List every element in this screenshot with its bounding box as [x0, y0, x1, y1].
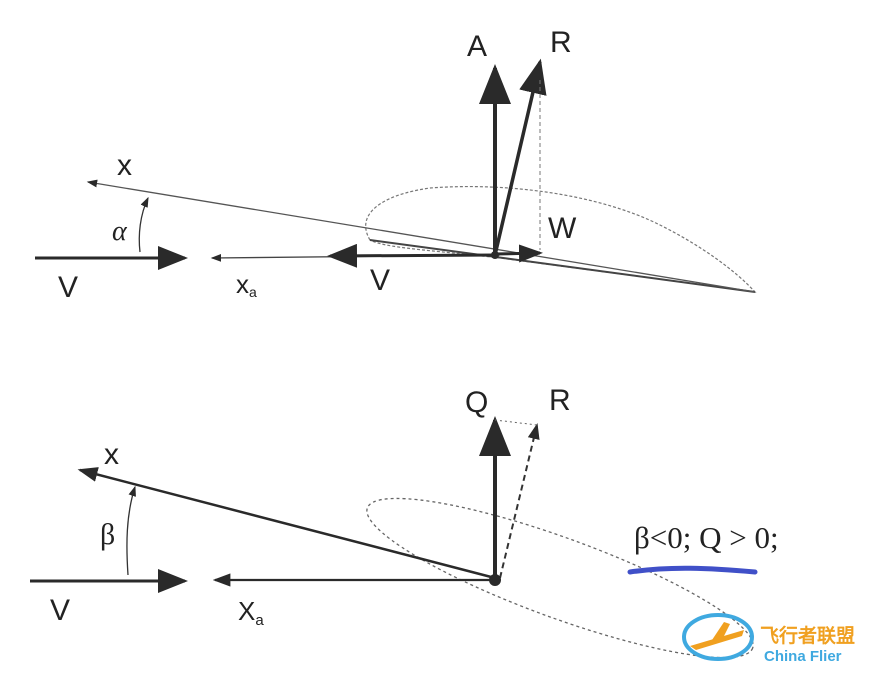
- velocity-center-label: V: [370, 264, 390, 297]
- wind-axis-label: xa: [236, 269, 257, 300]
- beta-arc: [126, 485, 136, 576]
- top-diagram: A R W x α V V xa: [35, 26, 757, 304]
- wing-ellipse: [366, 497, 754, 659]
- alpha-arc: [138, 196, 149, 253]
- velocity-left-label: V: [58, 271, 78, 304]
- body-axis-label: x: [117, 149, 132, 182]
- alpha-label: α: [112, 216, 128, 247]
- pivot-point: [491, 251, 499, 259]
- beta-label: β: [100, 518, 115, 551]
- watermark-en-text: China Flier: [764, 648, 842, 665]
- resultant-label-bottom: R: [549, 384, 571, 417]
- lift-label: A: [467, 30, 487, 63]
- drag-label: W: [548, 212, 577, 245]
- velocity-label-bottom: V: [50, 594, 70, 627]
- resultant-label: R: [550, 26, 572, 59]
- side-force-label: Q: [465, 386, 488, 419]
- drag-arrow: [494, 244, 543, 263]
- watermark-cn-text: 飞行者联盟: [760, 624, 855, 647]
- velocity-arrow-center: [327, 243, 496, 268]
- pivot-point-bottom: [489, 574, 501, 586]
- chord-line: [369, 239, 756, 293]
- watermark: 飞行者联盟 China Flier: [682, 613, 855, 665]
- projection-line-bottom: [494, 419, 538, 426]
- plane-logo-icon: [682, 613, 754, 661]
- body-axis-x-bottom: [77, 467, 496, 580]
- sign-annotation: β<0; Q > 0;: [634, 520, 779, 555]
- body-axis-x: [86, 179, 756, 293]
- body-axis-label-bottom: x: [104, 438, 119, 471]
- bottom-diagram: Q R x β V Xa β<0; Q > 0;: [30, 384, 779, 659]
- annotation-underline: [627, 565, 758, 575]
- wind-axis-label-bottom: Xa: [238, 596, 264, 629]
- resultant-arrow-bottom: [499, 423, 540, 579]
- resultant-arrow: [493, 58, 547, 256]
